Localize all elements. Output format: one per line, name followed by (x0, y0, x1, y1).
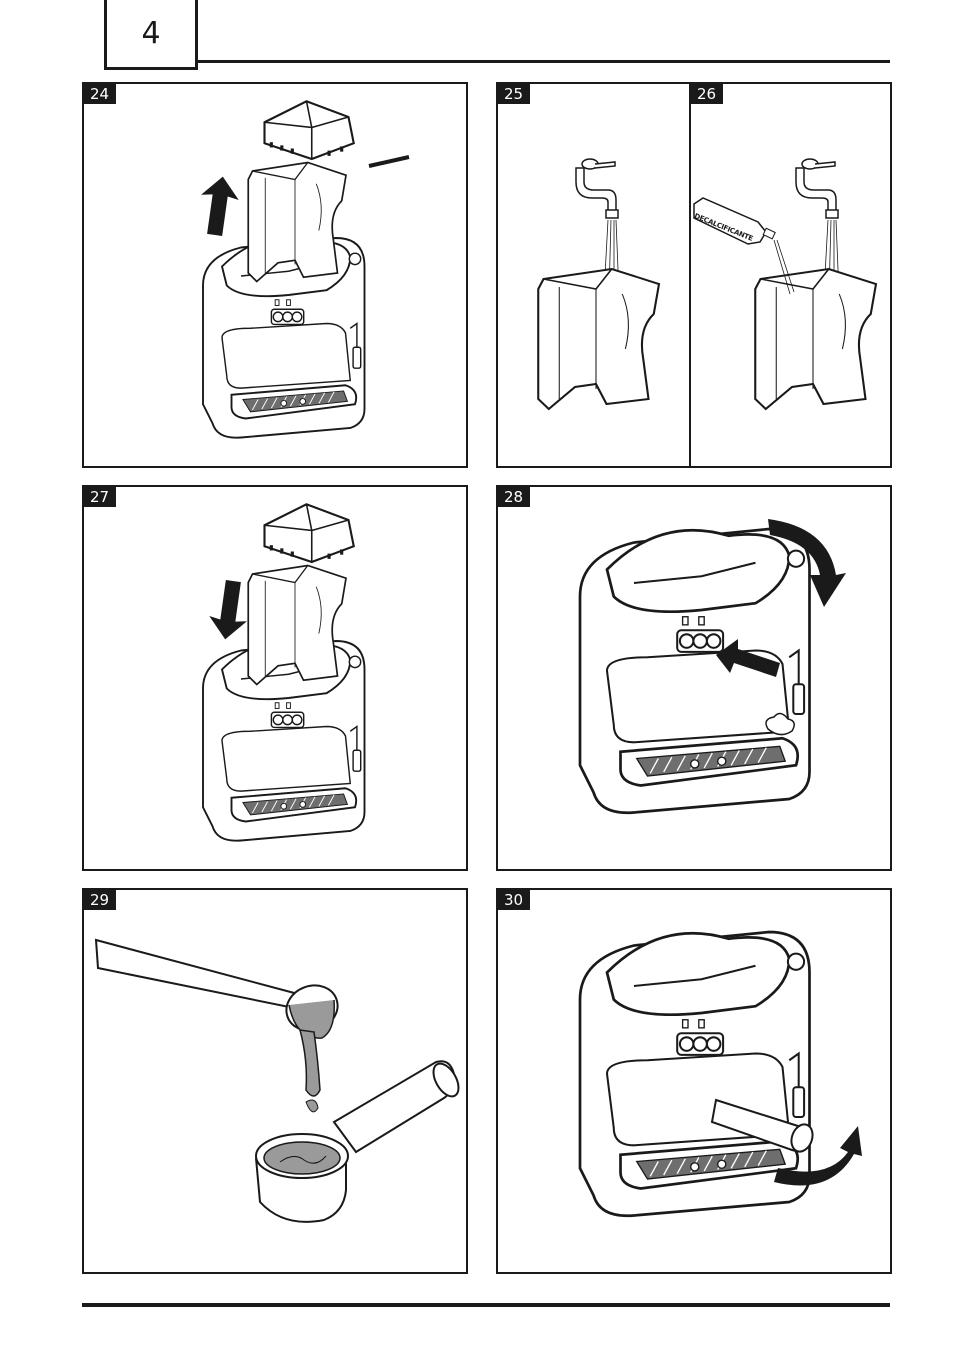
figure-label: 27 (84, 487, 116, 507)
arrow-up-icon (195, 174, 242, 238)
figure-label: 25 (498, 84, 530, 104)
footer-rule (82, 1303, 890, 1307)
panel-divider (689, 84, 691, 466)
figure-29: 29 (82, 888, 468, 1274)
figure-label: 26 (691, 84, 723, 104)
arrow-down-icon (206, 578, 253, 642)
figure-28: 28 (496, 485, 892, 871)
figure-label: 24 (84, 84, 116, 104)
figure-25-26: 25 26 DECALCIFICANTE (496, 82, 892, 468)
figure-27: 27 (82, 485, 468, 871)
fill-tank-illustration (537, 158, 878, 411)
attach-filter-holder-illustration (578, 930, 862, 1218)
page-number: 4 (141, 16, 161, 51)
remove-tank-illustration (195, 100, 466, 439)
knob-turn-illustration (578, 519, 846, 815)
figure-label: 28 (498, 487, 530, 507)
figure-label: 29 (84, 890, 116, 910)
arrow-right-icon (716, 639, 780, 677)
figure-30: 30 (496, 888, 892, 1274)
insert-tank-illustration (202, 503, 366, 842)
figure-24: 24 (82, 82, 468, 468)
header-rule (198, 60, 890, 63)
fill-filter-illustration (84, 890, 466, 1272)
curved-arrow-icon (774, 1126, 862, 1186)
bottle-icon (694, 198, 794, 294)
page-number-box: 4 (104, 0, 198, 70)
curved-arrow-icon (768, 519, 846, 607)
figure-label: 30 (498, 890, 530, 910)
